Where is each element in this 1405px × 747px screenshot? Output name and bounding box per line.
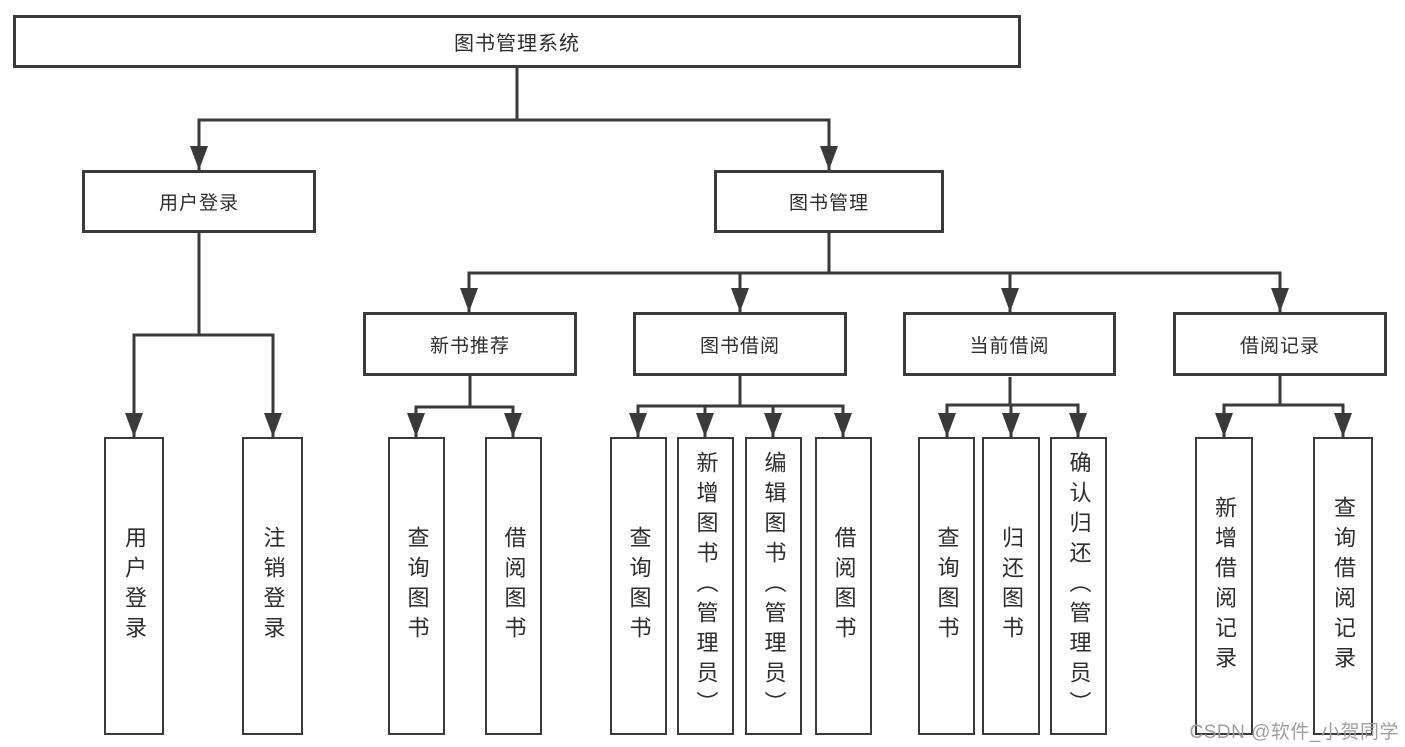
connector-root-to-level2 [197, 68, 831, 170]
connector-book-management-to-level3 [467, 233, 1282, 312]
node-book-management: 图书管理 [714, 170, 944, 233]
connector-new-book-recommend-to-leaves [414, 376, 515, 437]
leaf-query-books-2: 查询图书 [610, 437, 667, 735]
leaf-return-book: 归还图书 [982, 437, 1040, 735]
leaf-query-borrow-record: 查询借阅记录 [1313, 437, 1373, 735]
node-current-borrow: 当前借阅 [903, 312, 1116, 376]
leaf-query-books-1: 查询图书 [388, 437, 445, 735]
watermark: CSDN @软件_小贺同学 [1189, 722, 1399, 743]
leaf-edit-book-admin: 编辑图书（管理员） [745, 437, 802, 735]
leaf-query-books-3: 查询图书 [918, 437, 975, 735]
leaf-add-borrow-record: 新增借阅记录 [1195, 437, 1253, 735]
node-book-borrow: 图书借阅 [633, 312, 847, 376]
node-root: 图书管理系统 [13, 15, 1021, 68]
connector-user-login-to-leaves [132, 233, 275, 437]
leaf-borrow-books-1: 借阅图书 [485, 437, 542, 735]
leaf-logout: 注销登录 [242, 437, 303, 735]
leaf-add-book-admin: 新增图书（管理员） [677, 437, 734, 735]
connector-borrow-records-to-leaves [1222, 376, 1345, 437]
node-user-login: 用户登录 [82, 170, 316, 233]
leaf-confirm-return-admin: 确认归还（管理员） [1050, 437, 1107, 735]
connector-book-borrow-to-leaves [636, 376, 845, 437]
node-new-book-recommend: 新书推荐 [363, 312, 577, 376]
node-borrow-records: 借阅记录 [1173, 312, 1387, 376]
arrowheads [125, 146, 1352, 437]
leaf-borrow-books-2: 借阅图书 [815, 437, 872, 735]
leaf-user-login: 用户登录 [104, 437, 164, 735]
